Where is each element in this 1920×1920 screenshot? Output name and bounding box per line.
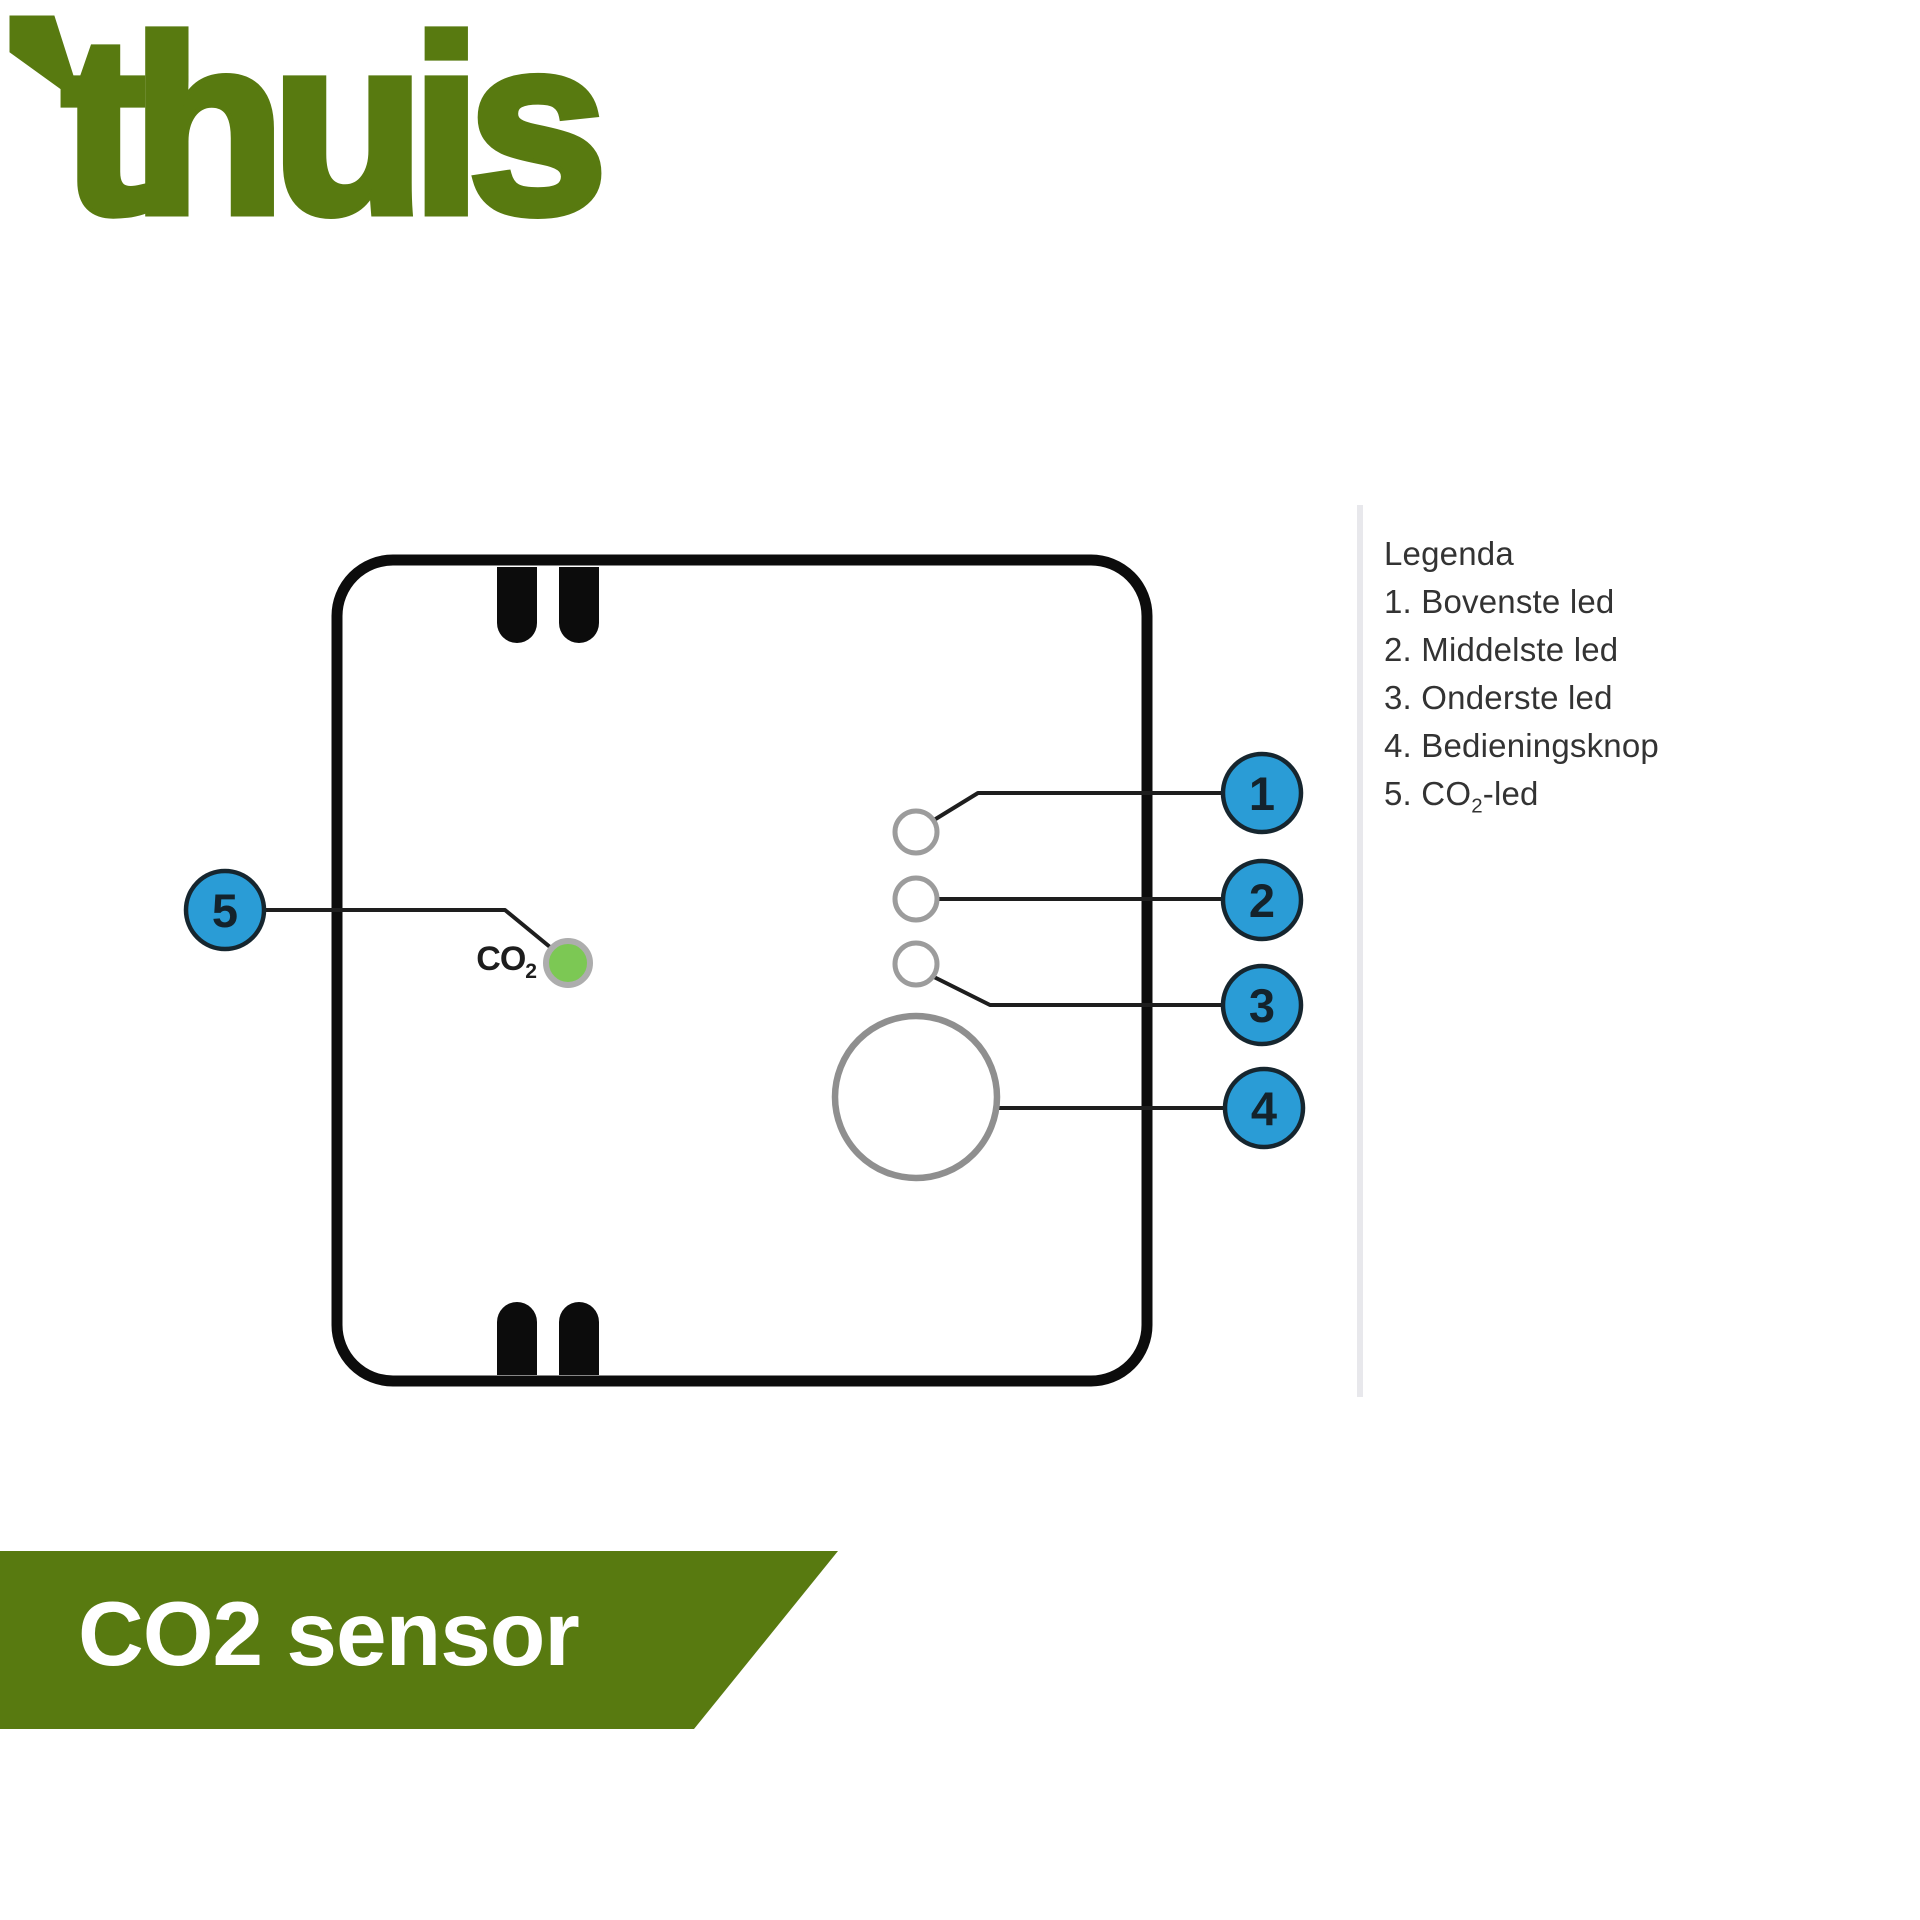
banner-title: CO2 sensor [78,1584,580,1685]
callout-5: 5 [183,868,267,952]
callout-1-circle [1220,751,1304,835]
middle-led [892,875,940,923]
mounting-slot-top-left [497,567,537,643]
co2-led-label: CO2 [420,940,537,982]
leader-line-1 [932,791,1222,822]
callout-3-circle [1220,963,1304,1047]
legend-item-5-subscript: 2 [1471,794,1483,818]
legend-item-5: 5. CO2-led [1384,770,1804,818]
callout-3-number: 3 [1249,979,1275,1032]
mounting-slot-top-right [559,567,599,643]
callout-3: 3 [1220,963,1304,1047]
callout-4: 4 [1222,1066,1306,1150]
co2-led [543,938,593,988]
legend-item-5-post: -led [1482,775,1539,812]
callout-5-circle [183,868,267,952]
callout-2-number: 2 [1249,874,1275,927]
callout-2: 2 [1220,858,1304,942]
co2-led-label-main: CO [476,940,526,978]
legend-item-2: 2. Middelste led [1384,631,1619,668]
legend-item-3: 3. Onderste led [1384,679,1613,716]
mounting-slot-bottom-right [559,1302,599,1375]
leader-line-5 [264,908,552,949]
leader-line-3 [933,975,1222,1007]
top-led [892,808,940,856]
title-banner: CO2 sensor [0,1551,838,1729]
co2-led-label-subscript: 2 [525,959,537,983]
thuis-logo: thuis [9,0,615,240]
callout-4-number: 4 [1251,1082,1277,1135]
bottom-led [892,940,940,988]
legend-title: Legenda [1384,535,1514,572]
mounting-slot-bottom-left [497,1302,537,1375]
logo-apostrophe-mark [9,15,83,106]
control-button [831,1012,1001,1182]
callout-1: 1 [1220,751,1304,835]
callout-4-circle [1222,1066,1306,1150]
legend: Legenda 1. Bovenste led 2. Middelste led… [1384,530,1804,818]
callout-5-number: 5 [212,884,238,937]
callout-1-number: 1 [1249,767,1275,820]
legend-item-1: 1. Bovenste led [1384,583,1615,620]
callout-2-circle [1220,858,1304,942]
legend-item-5-pre: 5. CO [1384,775,1472,812]
logo-text: thuis [62,0,597,240]
legend-item-4: 4. Bedieningsknop [1384,727,1659,764]
